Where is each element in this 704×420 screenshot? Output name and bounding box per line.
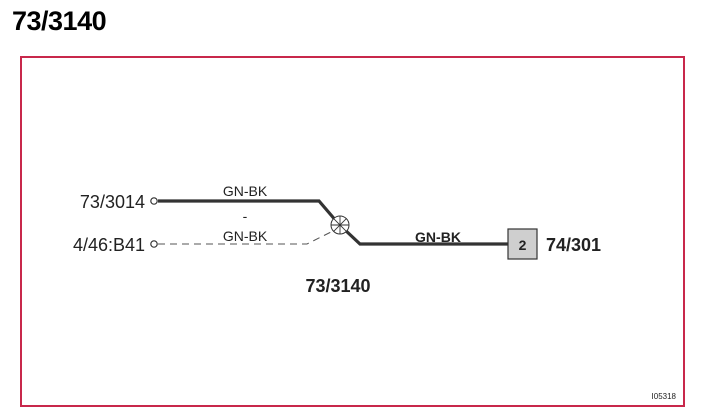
connector-box: 2: [507, 228, 538, 260]
terminal-label-73-3014: 73/3014: [80, 192, 145, 212]
splice-icon: [330, 215, 350, 235]
wire-solid-upper: [158, 199, 339, 224]
splice-label: 73/3140: [305, 276, 370, 296]
wire-dashed-lower: [158, 228, 338, 245]
terminal-circle-icon: [150, 240, 158, 248]
wire-code-upper: GN-BK: [223, 183, 268, 199]
wire-code-separator: -: [243, 208, 248, 224]
page-title: 73/3140: [12, 6, 107, 36]
terminal-circle-icon: [150, 197, 158, 205]
reference-code: I05318: [652, 392, 677, 401]
diagram-frame: [20, 56, 685, 407]
wire-code-lower: GN-BK: [223, 228, 268, 244]
wire-solid-right: [342, 227, 508, 246]
wire-code-right: GN-BK: [415, 229, 461, 245]
connector-pin: 2: [519, 237, 527, 253]
connector-label: 74/301: [546, 235, 601, 255]
terminal-label-4-46-b41: 4/46:B41: [73, 235, 145, 255]
